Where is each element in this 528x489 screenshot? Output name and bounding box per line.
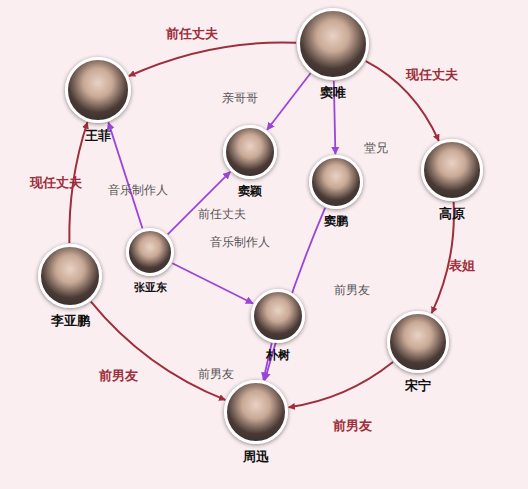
person-circle: 王菲 (65, 57, 131, 123)
person-name: 高原 (439, 205, 465, 223)
relation-arrow (129, 42, 296, 76)
relation-label: 前男友 (333, 417, 372, 435)
person-circle: 朴树 (251, 289, 305, 343)
person-name: 王菲 (85, 127, 111, 145)
relation-arrow (91, 302, 225, 400)
relation-label: 表姐 (449, 257, 475, 275)
relation-arrow (172, 263, 253, 303)
person-name: 窦颖 (238, 183, 262, 200)
person-circle: 李亚鹏 (38, 244, 102, 308)
person-name: 周迅 (243, 448, 269, 466)
relation-label: 前任丈夫 (166, 25, 218, 43)
person-name: 宋宁 (405, 377, 431, 395)
relation-label: 现任丈夫 (406, 66, 458, 84)
person-circle: 张亚东 (126, 228, 174, 276)
person-name: 朴树 (266, 347, 290, 364)
relation-label: 前男友 (99, 367, 138, 385)
relation-label: 音乐制作人 (108, 182, 168, 199)
relation-arrow (267, 73, 310, 130)
relation-label: 亲哥哥 (222, 90, 258, 107)
relation-label: 前男友 (334, 282, 370, 299)
person-circle: 周迅 (224, 380, 288, 444)
person-circle: 宋宁 (387, 311, 449, 373)
relation-label: 音乐制作人 (210, 234, 270, 251)
relation-arrow (289, 362, 393, 407)
relation-arrow (168, 172, 231, 235)
relation-label: 前任丈夫 (198, 206, 246, 223)
person-circle: 高原 (421, 139, 483, 201)
relation-arrow (108, 122, 142, 228)
person-name: 李亚鹏 (51, 312, 90, 330)
person-circle: 窦颖 (223, 125, 277, 179)
person-circle: 窦鹏 (309, 155, 363, 209)
relation-label: 现任丈夫 (30, 174, 82, 192)
person-circle: 窦唯 (297, 8, 369, 80)
person-name: 窦唯 (320, 84, 346, 102)
person-name: 窦鹏 (324, 213, 348, 230)
relation-label: 前男友 (198, 366, 234, 383)
relation-label: 堂兄 (364, 140, 388, 157)
person-name: 张亚东 (134, 280, 167, 295)
